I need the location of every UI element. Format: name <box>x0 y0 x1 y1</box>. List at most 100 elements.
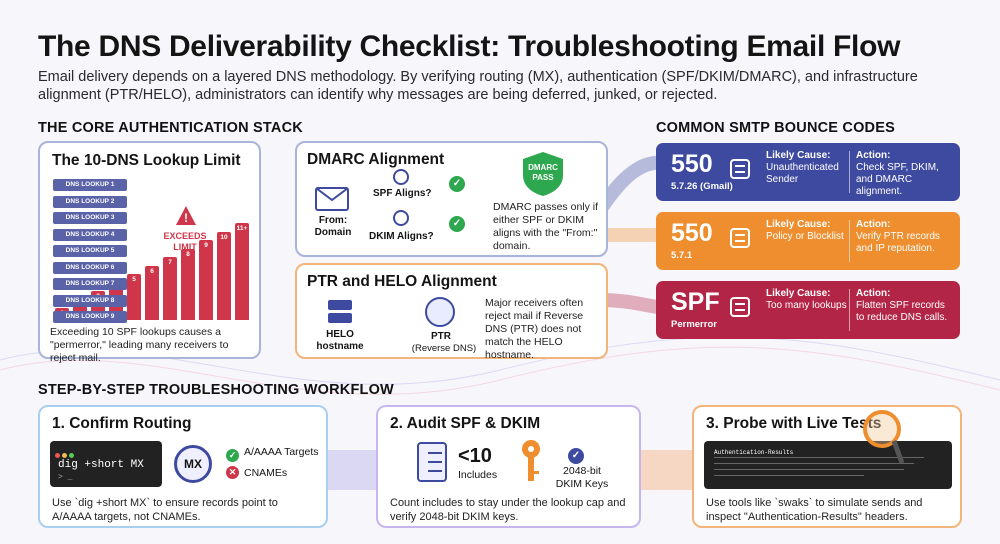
likely-cause-value: Too many lookups <box>766 300 847 311</box>
divider <box>849 289 850 331</box>
dmarc-caption: DMARC passes only if either SPF or DKIM … <box>493 201 599 252</box>
likely-cause-label: Likely Cause: <box>766 150 831 161</box>
action-label: Action: <box>856 219 891 230</box>
bounce-subcode: Permerror <box>671 319 717 330</box>
lookup-column: 7 <box>163 257 177 320</box>
dig-command: dig +short MX <box>58 459 144 471</box>
auth-results-header: Authentication-Results <box>714 449 794 456</box>
dmarc-card: DMARC Alignment From: Domain SPF Aligns?… <box>295 141 608 257</box>
core-stack-heading: THE CORE AUTHENTICATION STACK <box>38 120 303 136</box>
action-value: Verify PTR records and IP reputation. <box>856 231 940 254</box>
database-error-icon <box>728 295 752 319</box>
step-confirm-routing: 1. Confirm Routing dig +short MX > _ MX … <box>38 405 328 528</box>
lookup-column: 9 <box>199 240 213 320</box>
page-title: The DNS Deliverability Checklist: Troubl… <box>38 30 901 63</box>
likely-cause-value: Policy or Blocklist <box>766 231 844 242</box>
dkim-key-check-icon: ✓ <box>568 445 584 464</box>
likely-cause-value: Unauthenticated Sender <box>766 162 839 185</box>
likely-cause-label: Likely Cause: <box>766 219 831 230</box>
terminal-dots <box>55 445 76 463</box>
terminal-cursor: > _ <box>58 473 73 482</box>
lookup-column: 5 <box>127 274 141 320</box>
lookup-bar: DNS LOOKUP 9 <box>53 311 127 323</box>
likely-cause-label: Likely Cause: <box>766 288 831 299</box>
cnames-label: CNAMEs <box>244 467 288 479</box>
intro-text: Email delivery depends on a layered DNS … <box>38 69 918 103</box>
bounce-code: 550 <box>671 150 713 178</box>
lookup-bar: DNS LOOKUP 5 <box>53 245 127 257</box>
divider <box>849 220 850 262</box>
key-icon <box>520 439 542 483</box>
lookup-bar: DNS LOOKUP 4 <box>53 228 127 241</box>
dkim-aligns-label: DKIM Aligns? <box>369 231 434 242</box>
dkim-keys-label: 2048-bit DKIM Keys <box>555 465 609 490</box>
action-value: Flatten SPF records to reduce DNS calls. <box>856 300 948 323</box>
ptr-caption: Major receivers often reject mail if Rev… <box>485 297 584 361</box>
step3-description: Use tools like `swaks` to simulate sends… <box>706 497 923 523</box>
helo-hostname-label: HELO hostname <box>316 329 364 352</box>
server-icon <box>325 299 355 325</box>
dkim-check-icon: ✓ <box>449 213 465 232</box>
divider <box>849 151 850 193</box>
dkim-person-icon <box>393 210 409 226</box>
from-domain-label: From: Domain <box>314 215 352 238</box>
bounce-codes-heading: COMMON SMTP BOUNCE CODES <box>656 120 895 136</box>
action-label: Action: <box>856 150 891 161</box>
spf-aligns-label: SPF Aligns? <box>373 188 432 199</box>
includes-label: Includes <box>458 469 498 481</box>
lookup-column: 10 <box>217 231 231 320</box>
lookup-column: 6 <box>145 265 159 320</box>
action-label: Action: <box>856 288 891 299</box>
bounce-code-card: 550 5.7.26 (Gmail) Likely Cause:Unauthenti… <box>656 143 960 201</box>
spf-check-icon: ✓ <box>449 173 465 192</box>
lookup-limit-title: The 10-DNS Lookup Limit <box>52 152 241 169</box>
lookup-count: <10 <box>458 445 492 467</box>
dmarc-title: DMARC Alignment <box>307 151 445 168</box>
ptr-database-icon <box>425 297 455 327</box>
lookup-bar: DNS LOOKUP 8 <box>53 294 127 307</box>
ptr-card: PTR and HELO Alignment HELO hostname PTR… <box>295 263 608 361</box>
workflow-heading: STEP-BY-STEP TROUBLESHOOTING WORKFLOW <box>38 382 394 398</box>
svg-text:!: ! <box>184 211 188 225</box>
auth-results-terminal: Authentication-Results <box>704 441 952 489</box>
step3-title: 3. Probe with Live Tests <box>706 415 882 432</box>
lookup-bar: DNS LOOKUP 2 <box>53 195 127 208</box>
ptr-title: PTR and HELO Alignment <box>307 273 497 290</box>
step-probe-live-tests: 3. Probe with Live Tests Authentication-… <box>692 405 962 528</box>
checklist-icon <box>416 441 448 483</box>
cname-x-icon: ✕ <box>226 466 239 479</box>
likely-cause: Likely Cause:Unauthenticated Sender <box>766 150 848 186</box>
terminal-window: dig +short MX > _ <box>50 441 162 487</box>
likely-cause: Likely Cause:Too many lookups <box>766 288 848 312</box>
action-value: Check SPF, DKIM, and DMARC alignment. <box>856 162 939 197</box>
likely-cause: Likely Cause:Policy or Blocklist <box>766 219 848 243</box>
magnifier-icon <box>860 407 905 467</box>
step-audit-spf-dkim: 2. Audit SPF & DKIM <10 Includes ✓ 2048-… <box>376 405 641 528</box>
policy-document-icon <box>728 226 752 250</box>
step1-title: 1. Confirm Routing <box>52 415 192 432</box>
dmarc-shield-icon <box>521 151 565 197</box>
warning-icon: ! <box>175 205 197 227</box>
exceeds-limit-label: EXCEEDS LIMIT <box>163 231 207 252</box>
lookup-column: 11+ <box>235 223 249 320</box>
step1-description: Use `dig +short MX` to ensure records po… <box>52 497 278 523</box>
lookup-limit-card: The 10-DNS Lookup Limit ! EXCEEDS LIMIT … <box>38 141 261 364</box>
aaaa-targets-label: A/AAAA Targets <box>244 446 319 458</box>
envelope-icon <box>315 187 349 211</box>
lookup-bar: DNS LOOKUP 6 <box>53 261 127 274</box>
lookup-bar: DNS LOOKUP 7 <box>53 278 127 290</box>
step2-description: Count includes to stay under the lookup … <box>390 497 626 523</box>
lookup-bar: DNS LOOKUP 3 <box>53 212 127 224</box>
action: Action:Verify PTR records and IP reputat… <box>856 219 956 255</box>
bounce-code: 550 <box>671 219 713 247</box>
action: Action:Check SPF, DKIM, and DMARC alignm… <box>856 150 956 198</box>
lookup-column: 8 <box>181 248 195 320</box>
lookup-caption: Exceeding 10 SPF lookups causes a "perme… <box>50 326 229 364</box>
mx-magnifier-icon: MX <box>174 445 212 483</box>
bounce-subcode: 5.7.26 (Gmail) <box>671 181 733 192</box>
action: Action:Flatten SPF records to reduce DNS… <box>856 288 956 324</box>
ok-check-icon: ✓ <box>226 445 239 463</box>
step2-title: 2. Audit SPF & DKIM <box>390 415 541 432</box>
